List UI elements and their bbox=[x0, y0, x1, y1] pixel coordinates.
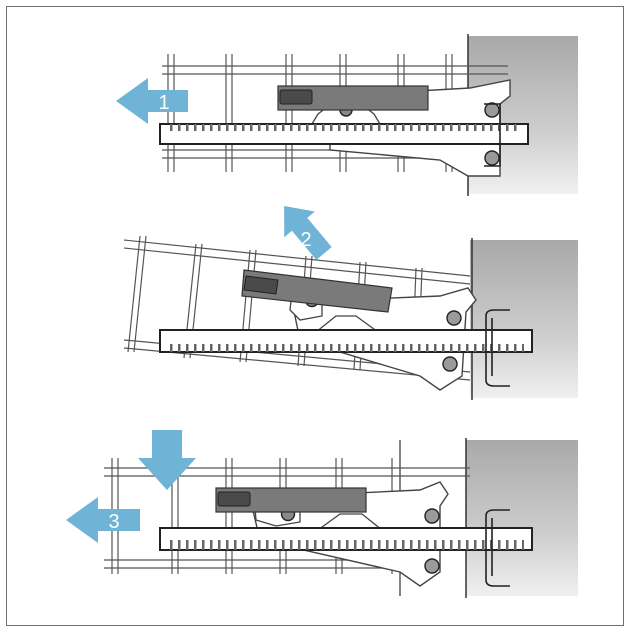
wall-roller-lower bbox=[424, 558, 440, 574]
latch-tab bbox=[243, 275, 279, 295]
wall-roller-lower bbox=[442, 356, 458, 372]
wall-clip bbox=[484, 103, 501, 167]
rail-slots bbox=[168, 124, 520, 144]
wall-roller-upper bbox=[424, 508, 440, 524]
panel-step-1: 1 bbox=[116, 34, 578, 196]
wire-rack-tilted bbox=[123, 235, 471, 381]
arrow-step-3: 3 bbox=[66, 497, 140, 543]
wall-clip bbox=[485, 509, 510, 587]
latch-tab bbox=[217, 491, 251, 507]
wall-roller-lower bbox=[484, 150, 500, 166]
wall-roller-upper bbox=[446, 310, 462, 326]
rail-slots bbox=[168, 528, 524, 550]
arrow-press-down bbox=[138, 430, 196, 490]
arrow-step-2: 2 bbox=[284, 205, 332, 260]
latch-body bbox=[241, 269, 393, 313]
wall-clip bbox=[485, 309, 510, 387]
arrow-step-1: 1 bbox=[116, 78, 188, 124]
wall-roller-upper bbox=[484, 102, 500, 118]
step-1-label: 1 bbox=[158, 92, 169, 114]
step-3-label: 3 bbox=[108, 511, 119, 533]
panel-step-3: 3 bbox=[66, 430, 578, 598]
rail-slots bbox=[168, 330, 524, 352]
wall-block bbox=[466, 440, 578, 596]
wall-block bbox=[470, 240, 578, 398]
latch-tab bbox=[279, 89, 313, 105]
panel-step-2: 2 bbox=[123, 205, 578, 400]
step-2-label: 2 bbox=[300, 229, 311, 251]
